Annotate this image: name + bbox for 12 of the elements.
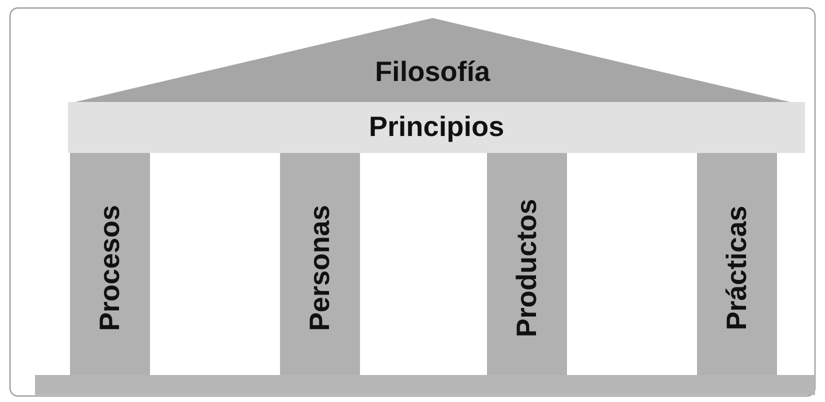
roof-label: Filosofía	[374, 58, 490, 86]
base-bar	[35, 375, 815, 395]
principles-band	[68, 102, 805, 153]
pillar-label: Productos	[513, 199, 541, 338]
pillar	[697, 153, 777, 375]
band-label: Principios	[368, 113, 504, 141]
pillar	[280, 153, 360, 375]
pillar	[487, 153, 567, 375]
pillar-label: Personas	[306, 205, 334, 332]
pillar	[70, 153, 150, 375]
pillar-label: Prácticas	[723, 206, 751, 331]
pillar-label: Procesos	[96, 205, 124, 332]
